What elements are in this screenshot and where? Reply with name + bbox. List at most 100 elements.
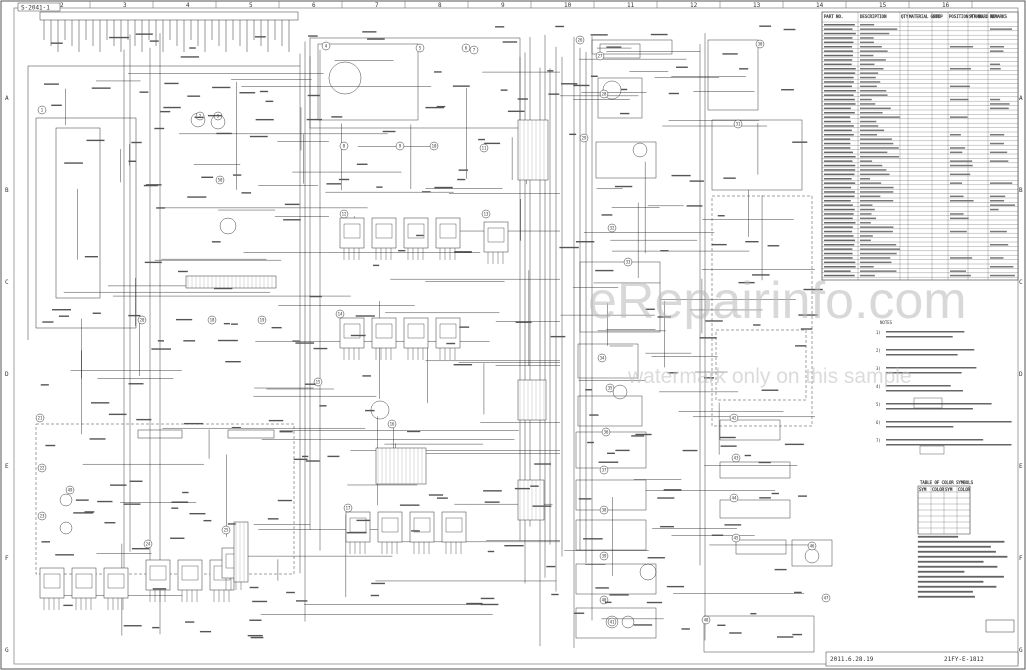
part-remark <box>990 182 1013 184</box>
part-remark <box>990 266 1014 268</box>
part-remark <box>990 107 1009 110</box>
relay-coil <box>149 565 167 581</box>
wire-tag <box>717 624 726 626</box>
wire-tag <box>532 505 552 507</box>
note-text <box>886 367 977 369</box>
component-number-circle <box>579 133 589 143</box>
watermark-main: eRepairinfo.com <box>588 272 967 330</box>
column-number: 6 <box>312 2 316 9</box>
wire-tag <box>211 241 221 243</box>
wire-tag <box>292 340 300 342</box>
component-number-circle <box>339 141 349 151</box>
part-number <box>824 182 856 184</box>
wire-tag <box>267 518 279 520</box>
wire-tag <box>252 600 268 603</box>
part-std <box>950 164 973 167</box>
column-number: 16 <box>942 2 950 9</box>
part-desc <box>860 103 876 105</box>
wire-tag <box>703 377 715 379</box>
part-number <box>824 94 854 96</box>
relay <box>371 317 397 349</box>
part-remark <box>990 257 1004 259</box>
wire-tag <box>795 345 807 347</box>
note-text <box>886 349 975 351</box>
component-number-circle <box>597 353 607 363</box>
part-desc <box>860 248 900 250</box>
watermark-note: watermark only on this sample <box>627 365 912 388</box>
wire-tag <box>646 601 663 604</box>
component-box <box>575 607 657 639</box>
note-number: 4) <box>876 384 881 389</box>
wire-tag <box>517 98 528 100</box>
wire-tag <box>143 184 158 187</box>
wire-tag <box>551 593 559 596</box>
part-number <box>824 156 856 158</box>
wire-tag <box>657 497 675 499</box>
wire-tag <box>398 249 406 252</box>
wire-tag <box>97 500 113 503</box>
part-remark <box>990 200 1005 202</box>
part-desc <box>860 208 875 211</box>
row-letter: A <box>5 95 9 102</box>
wire-tag <box>144 261 162 264</box>
wire-tag <box>587 441 594 444</box>
component-number: 1 <box>41 107 44 112</box>
wire-tag <box>75 499 89 501</box>
part-std <box>950 195 964 198</box>
wire-tag <box>239 92 256 94</box>
part-desc <box>860 24 875 26</box>
wire-tag <box>42 321 54 323</box>
part-std <box>950 85 970 88</box>
wire-tag <box>487 550 495 553</box>
relay-coil <box>487 227 505 243</box>
part-number <box>824 261 856 264</box>
module-box-lower <box>715 329 807 401</box>
component-number: 17 <box>346 505 351 510</box>
part-number <box>824 72 856 74</box>
table-header: DESCRIPTION <box>860 14 887 19</box>
wire-tag <box>214 287 233 290</box>
wire-tag <box>355 315 375 317</box>
component-number-circle <box>607 617 617 627</box>
relay-coil <box>439 323 457 339</box>
wire-tag <box>774 568 787 571</box>
table-header: QTY <box>901 14 909 19</box>
wire-tag <box>416 234 424 237</box>
relay-coil <box>407 223 425 239</box>
wire-tag <box>306 118 323 121</box>
wire-tag <box>546 565 556 568</box>
symbol-note-text <box>917 565 998 568</box>
wire-tag <box>798 314 818 316</box>
wire-tag <box>40 384 49 386</box>
wire-tag <box>277 499 293 502</box>
part-number <box>824 257 853 259</box>
wire-tag <box>199 630 212 633</box>
relay-coil <box>343 323 361 339</box>
wire-tag <box>145 184 162 186</box>
wire-tag <box>307 94 320 97</box>
wire-tag <box>724 524 742 526</box>
wire-tag <box>176 318 193 321</box>
wire-tag <box>362 375 371 377</box>
wire-tag <box>458 169 469 171</box>
wire-tag <box>225 360 241 363</box>
wire-tag <box>194 116 204 119</box>
component-number: 11 <box>482 145 487 150</box>
wire-tag <box>164 82 179 85</box>
wire-tag <box>171 507 179 509</box>
wire-tag <box>284 203 300 206</box>
column-number: 3 <box>123 2 127 9</box>
wire-tag <box>157 340 164 342</box>
relay-coil <box>439 223 457 239</box>
wire-tag <box>216 132 232 135</box>
wire-tag <box>776 636 794 638</box>
wire-tag <box>585 389 593 391</box>
wire-tag <box>606 46 622 48</box>
wire-tag <box>268 419 284 422</box>
wire-tag <box>346 531 367 534</box>
note-text <box>886 408 973 410</box>
part-remark <box>990 68 1001 70</box>
wire-tag <box>434 71 442 73</box>
